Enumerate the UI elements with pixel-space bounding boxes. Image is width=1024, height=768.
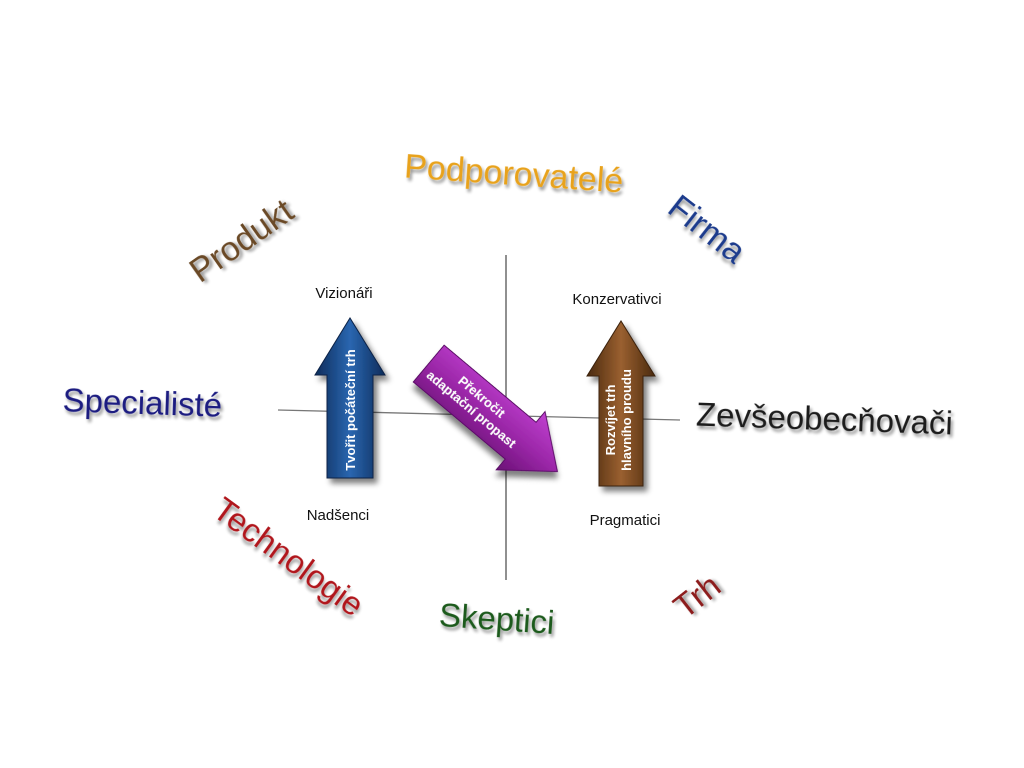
blue-arrow-text: Tvořit počáteční trh	[343, 349, 358, 470]
quadrant-vizionari: Vizionáři	[315, 285, 372, 302]
brown-arrow-text-line1: Rozvíjet trh	[603, 385, 618, 456]
purple-diagonal-arrow: Překročit adaptační propast	[412, 344, 559, 473]
quadrant-pragmatici: Pragmatici	[590, 512, 661, 529]
label-zevseobecnovaci: Zevšeobecňovači	[695, 396, 953, 442]
label-produkt: Produkt	[183, 192, 301, 291]
label-podporovatele: Podporovatelé	[403, 147, 624, 200]
label-trh: Trh	[667, 566, 728, 625]
label-firma: Firma	[661, 188, 753, 271]
label-skeptici: Skeptici	[438, 596, 556, 641]
label-specialiste: Specialisté	[62, 381, 223, 424]
quadrant-nadsenci: Nadšenci	[307, 507, 370, 524]
brown-up-arrow: Rozvíjet trh hlavního proudu	[586, 320, 656, 487]
brown-arrow-text-line2: hlavního proudu	[619, 369, 634, 471]
quadrant-konzervativci: Konzervativci	[572, 291, 661, 308]
blue-up-arrow: Tvořit počáteční trh	[314, 317, 386, 479]
